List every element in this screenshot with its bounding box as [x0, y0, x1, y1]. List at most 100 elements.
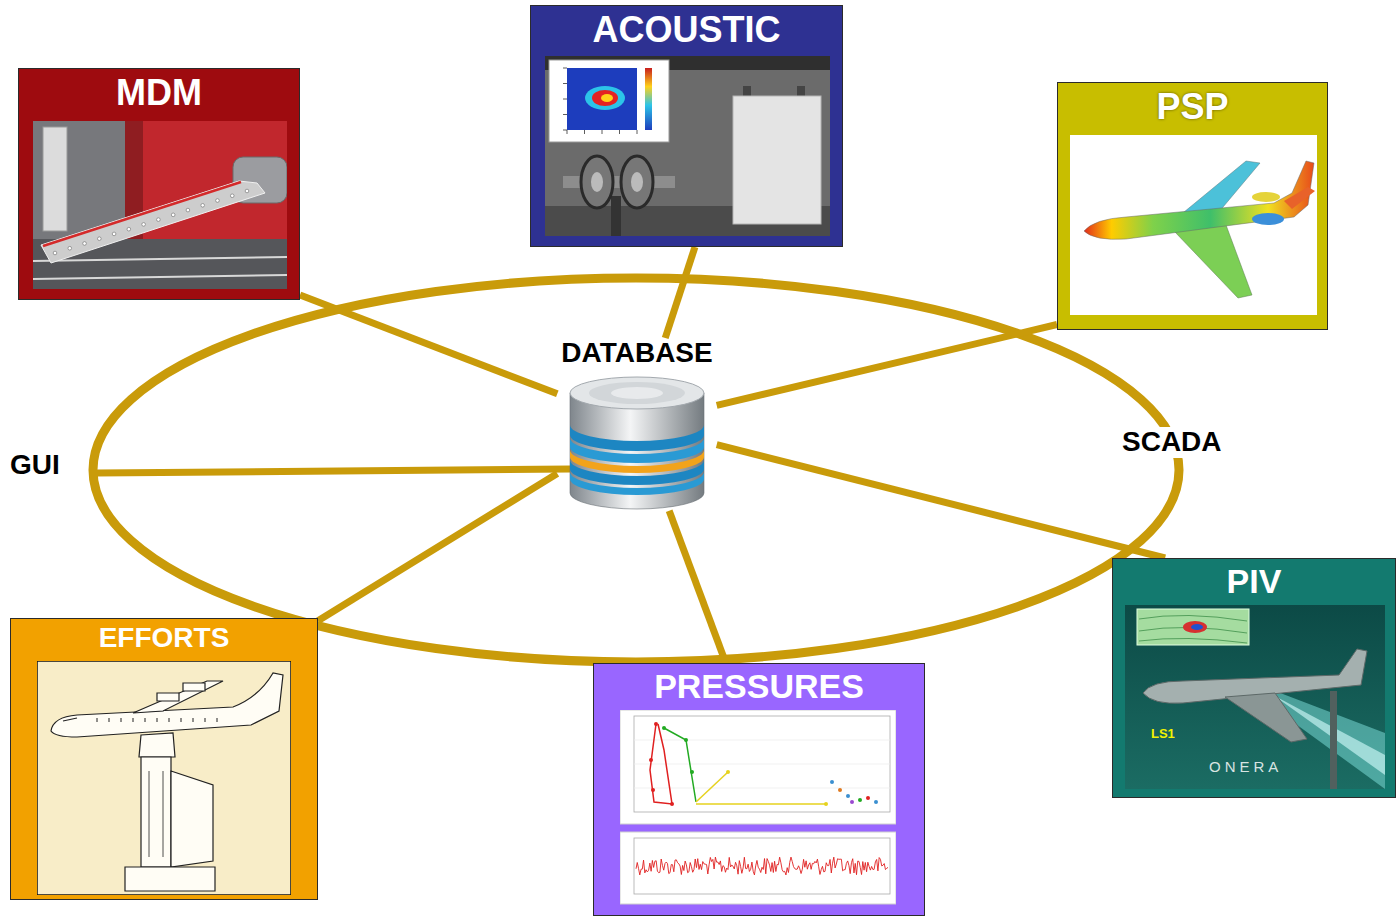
window-mark — [121, 718, 122, 722]
technique-box: PRESSURES — [593, 663, 925, 916]
axis-tick — [563, 99, 567, 100]
database-cylinder — [562, 375, 712, 511]
window-mark — [217, 718, 218, 722]
aircraft-wing — [133, 681, 223, 713]
grid-line — [634, 788, 890, 789]
grid-line — [634, 764, 890, 765]
photo-ground — [1070, 135, 1317, 315]
ring-label: GUI — [10, 450, 60, 481]
model-wing — [1225, 693, 1307, 742]
spoke-connector — [717, 324, 1057, 405]
pressure-tap — [98, 237, 102, 241]
psp-illustration — [1070, 135, 1317, 315]
photo-ground — [1125, 605, 1385, 789]
pressure-tap — [171, 213, 175, 217]
tail-plane — [1284, 187, 1315, 209]
spoke-connector — [717, 445, 1165, 558]
data-point — [649, 758, 653, 762]
pressure-tap — [112, 232, 116, 236]
window-mark — [169, 718, 170, 722]
data-point — [850, 800, 854, 804]
window-mark — [157, 718, 158, 722]
spoke-connector — [318, 473, 557, 620]
data-point — [838, 788, 842, 792]
facility-mark: LS1 — [1151, 727, 1175, 741]
pressure-curve — [650, 724, 672, 804]
data-point — [858, 798, 862, 802]
photo-ground — [545, 56, 830, 236]
window-mark — [205, 718, 206, 722]
psp-fuselage — [1084, 161, 1314, 239]
pressure-tap — [142, 223, 146, 227]
side-panel — [43, 127, 67, 231]
axis-tick — [602, 130, 603, 134]
window-mark — [109, 718, 110, 722]
velocity-inset — [1137, 609, 1249, 645]
data-point — [824, 802, 828, 806]
data-point — [670, 802, 674, 806]
box-title: MDM — [116, 73, 202, 113]
mdm-illustration — [33, 121, 287, 289]
color-bar — [645, 68, 652, 130]
pressure-signal — [636, 857, 888, 875]
window-mark — [181, 718, 182, 722]
drawing-ground — [37, 661, 291, 895]
floor-rail — [33, 257, 287, 261]
pressure-curve — [664, 728, 696, 802]
axis-tick — [563, 83, 567, 84]
pressure-tap — [201, 204, 205, 208]
pressure-tap — [216, 199, 220, 203]
axis-tick — [567, 130, 568, 134]
mast-line — [163, 771, 164, 857]
data-point — [684, 738, 688, 742]
pressure-tap — [157, 218, 161, 222]
cylinder-band — [570, 460, 704, 485]
aircraft-fuselage — [51, 673, 283, 737]
technique-box: PSP — [1057, 82, 1328, 330]
data-point — [651, 788, 655, 792]
pressure-tap — [127, 227, 131, 231]
box-title: ACOUSTIC — [593, 10, 781, 50]
data-point — [726, 770, 730, 774]
rotor-disc — [581, 156, 613, 208]
pressure-tap — [68, 246, 72, 250]
lower-wing — [1174, 225, 1252, 298]
spoke-connector — [665, 247, 695, 338]
balance-head — [139, 733, 175, 757]
cylinder-body — [570, 393, 704, 509]
wing-model — [41, 181, 265, 263]
box-title: PSP — [1156, 87, 1228, 127]
acoustic-illustration — [545, 56, 830, 236]
axis-tick — [563, 114, 567, 115]
noise-peak — [601, 94, 613, 102]
floor-rail — [33, 275, 287, 279]
acoustic-map — [567, 68, 637, 130]
technique-box: PIVLS1ONERA — [1112, 558, 1396, 798]
data-point — [846, 794, 850, 798]
rotor-hub — [631, 172, 643, 192]
laser-sheet — [1267, 691, 1385, 789]
spoke-connector — [300, 295, 557, 394]
acoustic-map-inset — [549, 60, 669, 142]
pressures-illustration — [620, 710, 896, 906]
photo-ground — [33, 121, 287, 289]
technique-box: MDM — [18, 68, 300, 300]
data-point — [654, 722, 658, 726]
mast-base — [125, 867, 215, 891]
pressure-tap — [245, 189, 249, 193]
engine — [1252, 192, 1280, 202]
technique-box: EFFORTS — [10, 618, 318, 900]
axis-tick — [619, 130, 620, 134]
database-label: DATABASE — [561, 338, 712, 369]
mast-line — [149, 771, 150, 857]
cylinder-band — [570, 438, 704, 463]
cylinder-top-ring — [589, 382, 685, 404]
box-title: EFFORTS — [99, 623, 230, 654]
ring-ellipse — [93, 278, 1179, 662]
aircraft-engine — [157, 693, 179, 701]
data-point — [690, 770, 694, 774]
window-mark — [193, 718, 194, 722]
box-title: PIV — [1227, 563, 1282, 600]
technique-box: ACOUSTIC — [530, 5, 843, 247]
